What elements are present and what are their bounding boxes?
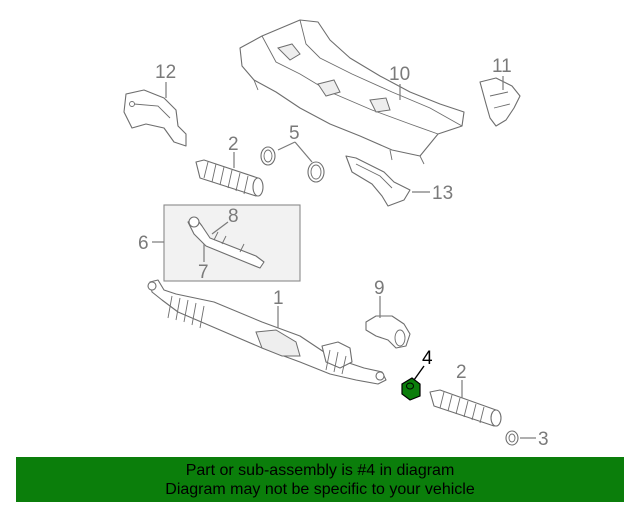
callout-13: 13 [432, 183, 453, 204]
callout-7: 7 [198, 262, 209, 283]
part-bracket-small [345, 155, 411, 207]
part-heat-shield-left [123, 89, 187, 147]
callout-10: 10 [389, 64, 410, 85]
leader-lines [152, 76, 536, 439]
callout-1: 1 [273, 288, 284, 309]
part-boot-upper [195, 159, 264, 197]
callout-2-upper: 2 [228, 134, 239, 155]
part-highlighted-4 [401, 377, 421, 401]
part-clamp [505, 430, 519, 446]
callout-9: 9 [374, 278, 385, 299]
part-steering-rack [147, 279, 387, 385]
callout-11: 11 [492, 56, 512, 77]
part-tie-rod-kit [163, 204, 301, 282]
callout-4-highlighted: 4 [422, 348, 433, 369]
info-banner: Part or sub-assembly is #4 in diagram Di… [16, 457, 624, 502]
banner-line-disclaimer: Diagram may not be specific to your vehi… [165, 480, 475, 498]
part-cover-boot [365, 315, 411, 349]
parts-diagram: 10 11 12 5 2 13 6 8 7 1 9 4 2 3 [123, 19, 549, 450]
callout-6: 6 [138, 233, 149, 254]
callout-5: 5 [289, 123, 300, 144]
callout-8: 8 [228, 206, 239, 227]
part-boot-lower [429, 389, 502, 427]
part-crossmember [239, 19, 465, 165]
part-o-rings [260, 146, 325, 183]
callout-3: 3 [538, 429, 549, 450]
banner-line-part-info: Part or sub-assembly is #4 in diagram [185, 461, 455, 479]
callout-2-lower: 2 [456, 362, 467, 383]
part-bracket-right [479, 77, 521, 127]
callout-12: 12 [155, 62, 176, 83]
